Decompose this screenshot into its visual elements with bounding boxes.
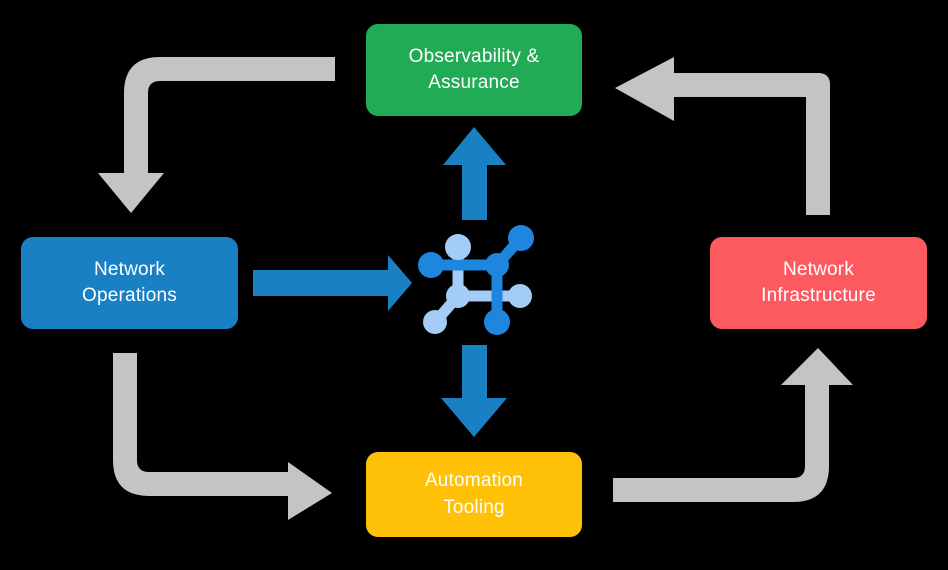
- connector-observability-to-operations: [98, 57, 335, 213]
- node-automation-tooling[interactable]: Automation Tooling: [366, 452, 582, 537]
- node-network-operations[interactable]: Network Operations: [21, 237, 238, 329]
- connector-center-to-automation: [441, 345, 507, 437]
- node-observability-assurance-label: Observability & Assurance: [408, 45, 540, 93]
- connector-infrastructure-to-observability-head: [615, 57, 830, 215]
- node-automation-tooling-label: Automation Tooling: [424, 470, 524, 518]
- connector-automation-to-infrastructure: [613, 348, 853, 502]
- connector-center-to-observability: [443, 127, 506, 220]
- node-network-operations-label: Network Operations: [82, 258, 177, 306]
- connector-operations-to-center: [253, 255, 412, 311]
- node-network-infrastructure[interactable]: Network Infrastructure: [710, 237, 927, 329]
- node-observability-assurance[interactable]: Observability & Assurance: [366, 24, 582, 116]
- connector-operations-to-automation: [113, 353, 332, 520]
- node-network-infrastructure-label: Network Infrastructure: [761, 258, 876, 306]
- network-topology-icon: [418, 225, 534, 335]
